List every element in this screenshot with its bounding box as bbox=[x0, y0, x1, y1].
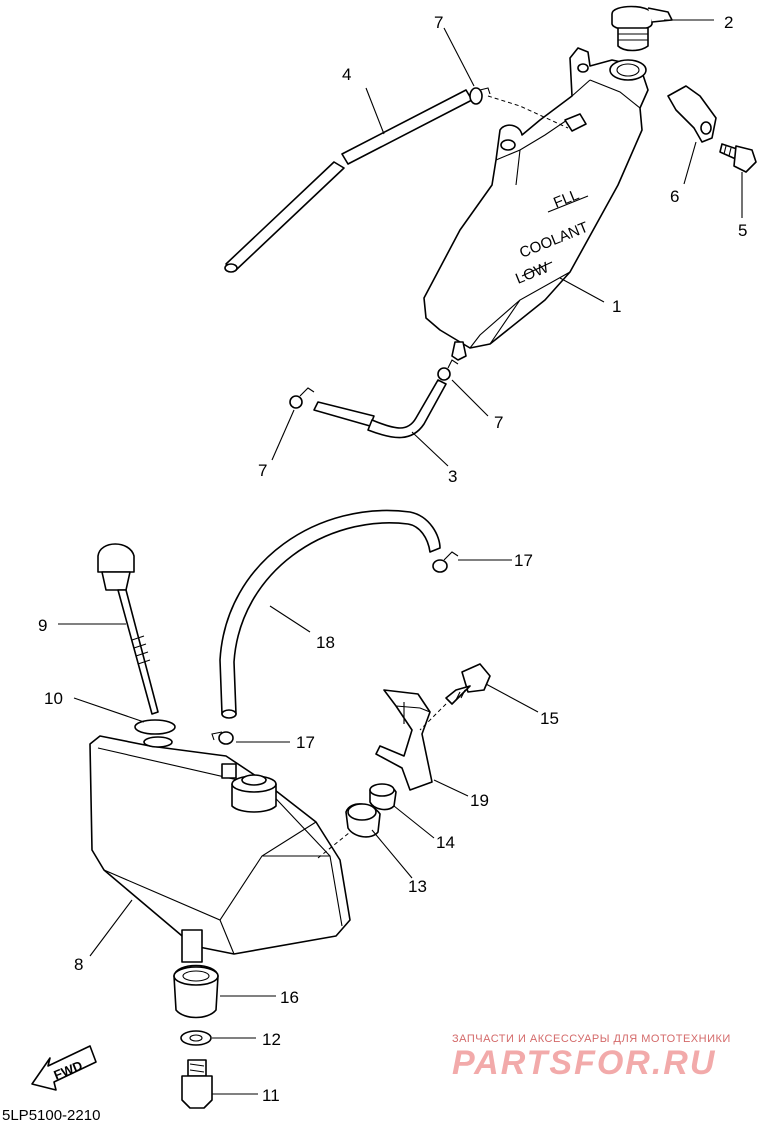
dipstick bbox=[97, 543, 159, 715]
drain-bolt-11 bbox=[181, 1059, 213, 1109]
callout-8: 8 bbox=[74, 955, 83, 974]
callout-18: 18 bbox=[316, 633, 335, 652]
callout-3: 3 bbox=[448, 467, 457, 486]
callout-9: 9 bbox=[38, 616, 47, 635]
clamp-bracket bbox=[667, 85, 717, 143]
callout-1: 1 bbox=[612, 297, 621, 316]
callout-11: 11 bbox=[262, 1086, 280, 1105]
callout-5: 5 bbox=[738, 221, 747, 240]
forward-direction-arrow: FWD bbox=[31, 1045, 97, 1091]
drain-fitting-16 bbox=[173, 964, 219, 1019]
breather-hose bbox=[224, 89, 473, 273]
hose-clip-left bbox=[289, 387, 315, 409]
callout-16: 16 bbox=[280, 988, 299, 1007]
callout-12: 12 bbox=[262, 1030, 281, 1049]
oil-tank bbox=[89, 735, 351, 963]
callout-15: 15 bbox=[540, 709, 559, 728]
grommet-13 bbox=[345, 803, 381, 838]
collar-14 bbox=[369, 783, 397, 811]
callout-6: 6 bbox=[670, 187, 679, 206]
reservoir-cap bbox=[611, 5, 673, 52]
callout-17-upper: 17 bbox=[514, 551, 533, 570]
watermark-brand: PARTSFOR.RU bbox=[452, 1044, 716, 1082]
callout-7-top: 7 bbox=[434, 13, 443, 32]
callout-17-lower: 17 bbox=[296, 733, 315, 752]
watermark: ЗАПЧАСТИ И АКСЕССУАРЫ ДЛЯ МОТОТЕХНИКИ PA… bbox=[452, 1033, 731, 1082]
hose-clip-17-upper bbox=[432, 551, 459, 573]
diagram-reference-code: 5LP5100-2210 bbox=[2, 1107, 100, 1124]
long-hose-18 bbox=[219, 509, 441, 719]
callout-19: 19 bbox=[470, 791, 489, 810]
callout-4: 4 bbox=[342, 65, 351, 84]
bolt-15-assembly-line bbox=[419, 703, 447, 731]
hose-clip-top bbox=[469, 87, 491, 105]
bolt-5 bbox=[719, 143, 757, 173]
washer-12 bbox=[180, 1030, 212, 1046]
callout-7-left: 7 bbox=[258, 461, 267, 480]
coolant-reservoir-tank: FLL COOLANT LOW bbox=[423, 47, 649, 361]
bracket-19 bbox=[375, 689, 433, 791]
watermark-tagline: ЗАПЧАСТИ И АКСЕССУАРЫ ДЛЯ МОТОТЕХНИКИ bbox=[452, 1033, 731, 1045]
overflow-hose bbox=[313, 379, 447, 439]
callout-numbers: 2 1 4 7 6 5 7 7 3 17 18 9 10 17 15 19 14… bbox=[38, 13, 747, 1105]
bolt-15 bbox=[445, 663, 491, 705]
o-ring-10 bbox=[134, 719, 176, 735]
hose-clip-17-lower bbox=[211, 731, 234, 745]
callout-14: 14 bbox=[436, 833, 455, 852]
leader-lines bbox=[58, 19, 743, 1095]
callout-13: 13 bbox=[408, 877, 427, 896]
callout-10: 10 bbox=[44, 689, 63, 708]
hose-clip-right bbox=[437, 359, 459, 381]
callout-2: 2 bbox=[724, 13, 733, 32]
callout-7-right: 7 bbox=[494, 413, 503, 432]
